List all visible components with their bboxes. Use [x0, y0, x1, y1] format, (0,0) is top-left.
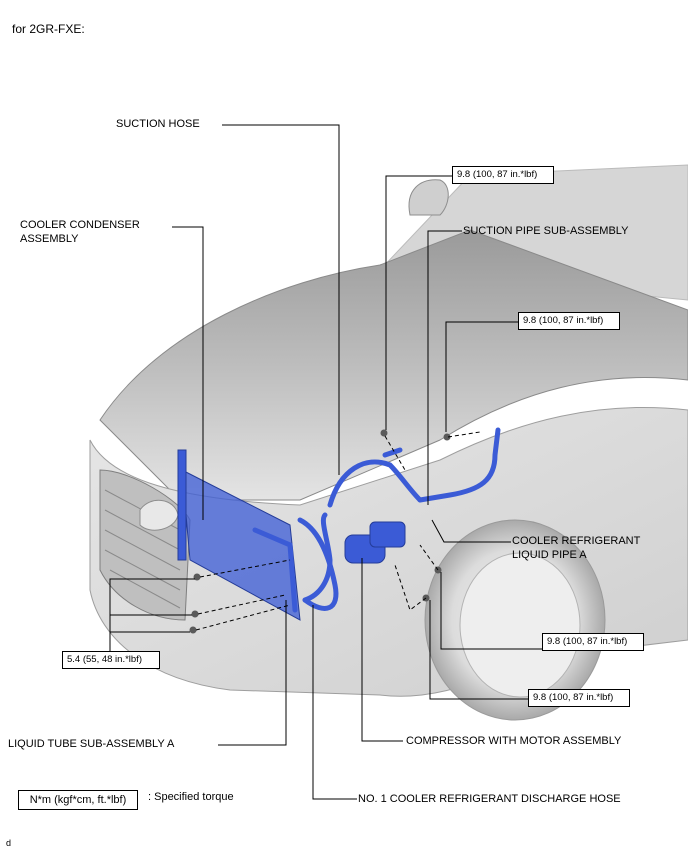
- label-cooler-liquid-pipe: COOLER REFRIGERANT LIQUID PIPE A: [512, 535, 641, 561]
- label-discharge-hose: NO. 1 COOLER REFRIGERANT DISCHARGE HOSE: [358, 793, 621, 805]
- condenser-tank: [177, 449, 187, 561]
- torque-box-4: 9.8 (100, 87 in.*lbf): [542, 633, 644, 651]
- figure-code: d: [6, 838, 12, 848]
- label-suction-pipe: SUCTION PIPE SUB-ASSEMBLY: [463, 225, 629, 237]
- discharge-hose-part: [302, 512, 333, 603]
- label-compressor: COMPRESSOR WITH MOTOR ASSEMBLY: [406, 735, 622, 747]
- torque-box-2: 9.8 (100, 87 in.*lbf): [518, 312, 620, 330]
- torque-box-3: 5.4 (55, 48 in.*lbf): [62, 651, 160, 669]
- label-liquid-tube: LIQUID TUBE SUB-ASSEMBLY A: [8, 738, 175, 750]
- suction-pipe-part: [417, 427, 501, 503]
- suction-hose-part: [327, 459, 423, 508]
- liquid-pipe-part: [297, 517, 339, 611]
- label-suction-hose: SUCTION HOSE: [116, 118, 200, 130]
- legend-text: : Specified torque: [148, 791, 234, 803]
- side-mirror: [408, 179, 449, 216]
- torque-box-1: 9.8 (100, 87 in.*lbf): [452, 166, 554, 184]
- liquid-tube-part: [252, 527, 298, 613]
- torque-box-5: 9.8 (100, 87 in.*lbf): [528, 689, 630, 707]
- hood: [99, 229, 688, 501]
- cooler-condenser-part: [181, 469, 301, 621]
- page-title: for 2GR-FXE:: [12, 22, 85, 36]
- legend-unit-box: N*m (kgf*cm, ft.*lbf): [18, 790, 138, 810]
- label-cooler-condenser: COOLER CONDENSER ASSEMBLY: [20, 219, 140, 245]
